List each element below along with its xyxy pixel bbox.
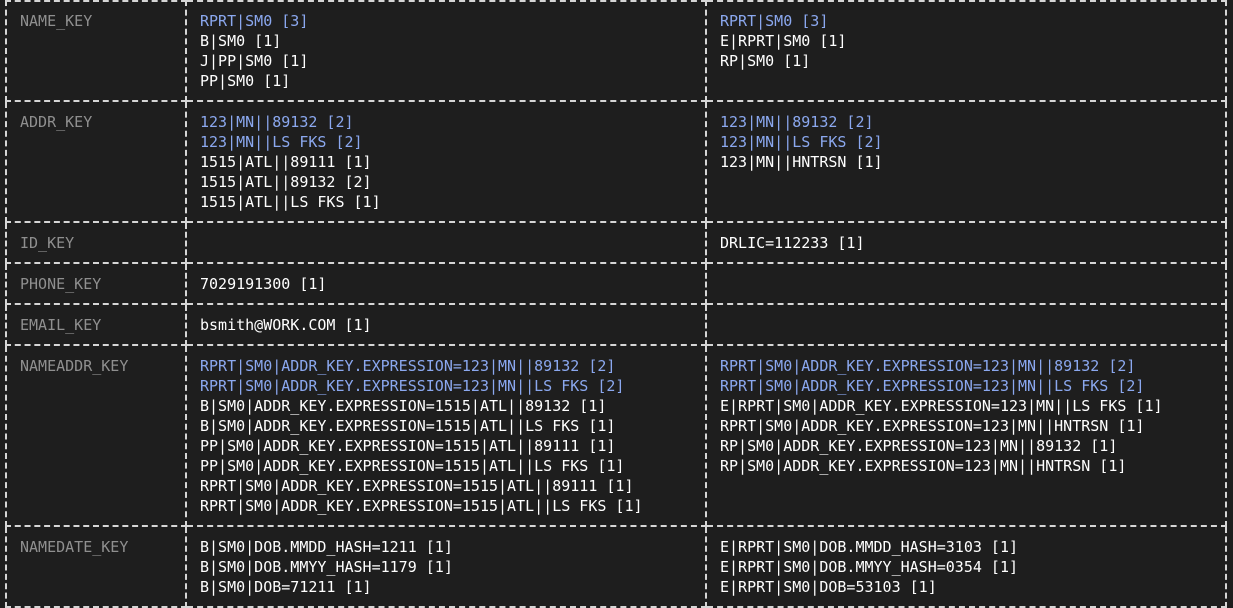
left-values-cell: 123|MN||89132 [2] 123|MN||LS FKS [2] 1515|… <box>185 101 707 223</box>
matched-value: 123|MN||89132 [2] <box>200 113 354 131</box>
right-values-cell: RPRT|SM0 [3] E|RPRT|SM0 [1] RP|SM0 [1] <box>705 0 1227 102</box>
value-entry: E|RPRT|SM0|DOB=53103 [1] <box>720 578 937 596</box>
value-entry: bsmith@WORK.COM [1] <box>200 316 372 334</box>
value-entry: E|RPRT|SM0|DOB.MMDD_HASH=3103 [1] <box>720 538 1019 556</box>
matched-value: 123|MN||89132 [2] <box>720 113 874 131</box>
value-entry: 1515|ATL||89132 [2] <box>200 173 372 191</box>
value-entry: B|SM0|ADDR_KEY.EXPRESSION=1515|ATL||8913… <box>200 397 607 415</box>
right-values-cell <box>705 304 1227 346</box>
row-key-label: NAME_KEY <box>5 0 187 102</box>
table-row: ADDR_KEY 123|MN||89132 [2] 123|MN||LS FKS … <box>5 101 1227 223</box>
row-key-label: NAMEADDR_KEY <box>5 345 187 527</box>
value-entry: RPRT|SM0|ADDR_KEY.EXPRESSION=1515|ATL||L… <box>200 497 643 515</box>
value-entry: 1515|ATL||89111 [1] <box>200 153 372 171</box>
value-entry: E|RPRT|SM0|ADDR_KEY.EXPRESSION=123|MN||L… <box>720 397 1163 415</box>
value-entry: 7029191300 [1] <box>200 275 327 293</box>
matched-value: RPRT|SM0 [3] <box>200 12 309 30</box>
right-values-cell: DRLIC=112233 [1] <box>705 222 1227 264</box>
value-entry: PP|SM0|ADDR_KEY.EXPRESSION=1515|ATL||891… <box>200 437 616 455</box>
value-entry: B|SM0 [1] <box>200 32 282 50</box>
matched-value: RPRT|SM0 [3] <box>720 12 829 30</box>
left-values-cell: RPRT|SM0|ADDR_KEY.EXPRESSION=123|MN||891… <box>185 345 707 527</box>
value-entry: J|PP|SM0 [1] <box>200 52 309 70</box>
table-row: NAME_KEY RPRT|SM0 [3] B|SM0 [1] J|PP|SM0 [1… <box>5 0 1227 102</box>
row-key-label: ID_KEY <box>5 222 187 264</box>
value-entry: 123|MN||HNTRSN [1] <box>720 153 883 171</box>
matched-value: RPRT|SM0|ADDR_KEY.EXPRESSION=123|MN||LS … <box>200 377 625 395</box>
value-entry: RP|SM0|ADDR_KEY.EXPRESSION=123|MN||89132… <box>720 437 1118 455</box>
table-row: EMAIL_KEY bsmith@WORK.COM [1] <box>5 304 1227 346</box>
left-values-cell: RPRT|SM0 [3] B|SM0 [1] J|PP|SM0 [1] PP|SM0 … <box>185 0 707 102</box>
right-values-cell: RPRT|SM0|ADDR_KEY.EXPRESSION=123|MN||891… <box>705 345 1227 527</box>
key-comparison-table: NAME_KEY RPRT|SM0 [3] B|SM0 [1] J|PP|SM0 [1… <box>5 0 1227 608</box>
value-entry: PP|SM0 [1] <box>200 72 291 90</box>
value-entry: B|SM0|DOB.MMYY_HASH=1179 [1] <box>200 558 453 576</box>
right-values-cell: E|RPRT|SM0|DOB.MMDD_HASH=3103 [1] E|RPRT|… <box>705 526 1227 608</box>
value-entry: E|RPRT|SM0|DOB.MMYY_HASH=0354 [1] <box>720 558 1019 576</box>
value-entry: E|RPRT|SM0 [1] <box>720 32 847 50</box>
left-values-cell: 7029191300 [1] <box>185 263 707 305</box>
value-entry: PP|SM0|ADDR_KEY.EXPRESSION=1515|ATL||LS … <box>200 457 625 475</box>
value-entry: RP|SM0|ADDR_KEY.EXPRESSION=123|MN||HNTRS… <box>720 457 1127 475</box>
value-entry: 1515|ATL||LS FKS [1] <box>200 193 381 211</box>
row-key-label: EMAIL_KEY <box>5 304 187 346</box>
value-entry: RPRT|SM0|ADDR_KEY.EXPRESSION=1515|ATL||8… <box>200 477 634 495</box>
matched-value: RPRT|SM0|ADDR_KEY.EXPRESSION=123|MN||891… <box>720 357 1136 375</box>
row-key-label: ADDR_KEY <box>5 101 187 223</box>
row-key-label: PHONE_KEY <box>5 263 187 305</box>
row-key-label: NAMEDATE_KEY <box>5 526 187 608</box>
matched-value: 123|MN||LS FKS [2] <box>720 133 883 151</box>
matched-value: RPRT|SM0|ADDR_KEY.EXPRESSION=123|MN||891… <box>200 357 616 375</box>
left-values-cell: bsmith@WORK.COM [1] <box>185 304 707 346</box>
value-entry: DRLIC=112233 [1] <box>720 234 865 252</box>
value-entry: B|SM0|ADDR_KEY.EXPRESSION=1515|ATL||LS F… <box>200 417 616 435</box>
matched-value: RPRT|SM0|ADDR_KEY.EXPRESSION=123|MN||LS … <box>720 377 1145 395</box>
value-entry: RPRT|SM0|ADDR_KEY.EXPRESSION=123|MN||HNT… <box>720 417 1145 435</box>
right-values-cell <box>705 263 1227 305</box>
matched-value: 123|MN||LS FKS [2] <box>200 133 363 151</box>
right-values-cell: 123|MN||89132 [2] 123|MN||LS FKS [2] 123|M… <box>705 101 1227 223</box>
value-entry: B|SM0|DOB=71211 [1] <box>200 578 372 596</box>
table-body: NAME_KEY RPRT|SM0 [3] B|SM0 [1] J|PP|SM0 [1… <box>5 0 1227 608</box>
table-row: PHONE_KEY 7029191300 [1] <box>5 263 1227 305</box>
table-row: ID_KEY DRLIC=112233 [1] <box>5 222 1227 264</box>
left-values-cell <box>185 222 707 264</box>
left-values-cell: B|SM0|DOB.MMDD_HASH=1211 [1] B|SM0|DOB.MM… <box>185 526 707 608</box>
value-entry: RP|SM0 [1] <box>720 52 811 70</box>
table-row: NAMEADDR_KEY RPRT|SM0|ADDR_KEY.EXPRESSION… <box>5 345 1227 527</box>
value-entry: B|SM0|DOB.MMDD_HASH=1211 [1] <box>200 538 453 556</box>
